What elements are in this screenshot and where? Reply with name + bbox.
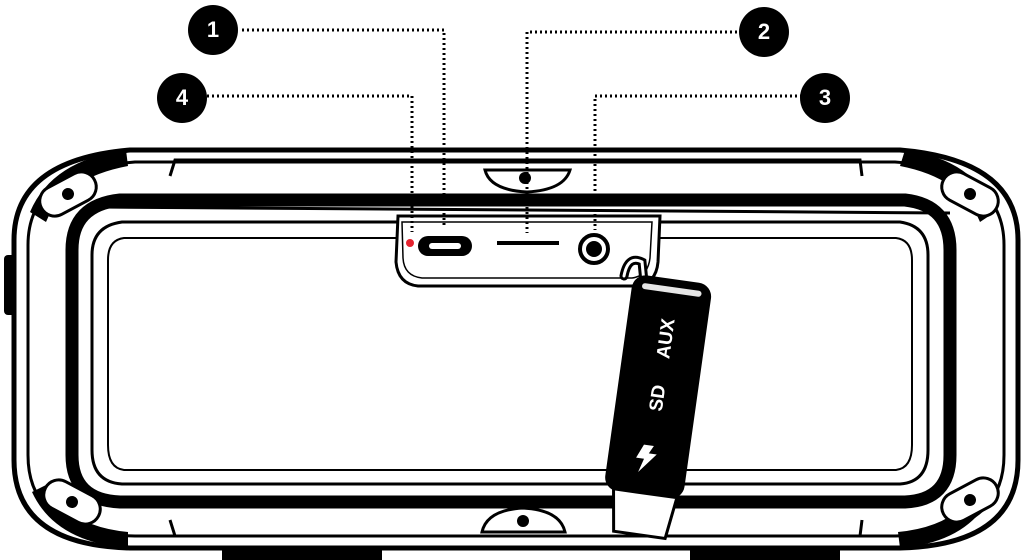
port-cover-tether-inner <box>622 258 646 284</box>
leader-line-2 <box>525 30 742 233</box>
mount-hole-bottom-left <box>42 478 102 526</box>
callout-1-number: 1 <box>207 17 219 42</box>
sd-card-slot[interactable] <box>497 241 559 245</box>
port-cover-tip <box>612 487 679 541</box>
aux-audio-jack-hole <box>586 241 602 257</box>
lightning-bolt-icon <box>636 444 657 473</box>
bottom-groove <box>168 519 864 538</box>
port-cover[interactable]: AUX SD <box>598 255 713 541</box>
port-cover-highlight <box>642 283 702 297</box>
charging-indicator-led <box>406 239 414 247</box>
port-cover-body <box>605 275 712 499</box>
leader-line-4 <box>202 94 414 232</box>
mount-hole-top-right <box>940 170 1000 218</box>
callout-3: 3 <box>800 73 850 123</box>
leader-line-3 <box>593 94 802 230</box>
leader-lines <box>202 28 802 233</box>
sd-label: SD <box>646 384 670 413</box>
usb-c-port-inner <box>429 243 461 249</box>
mount-hole-bottom-right <box>940 476 1000 524</box>
callout-4-number: 4 <box>176 85 189 110</box>
callout-1: 1 <box>188 5 238 55</box>
speaker-body <box>4 147 1021 560</box>
strap-loop-bottom <box>480 506 567 534</box>
seam-line-top <box>99 205 951 215</box>
port-panel-inner <box>401 221 653 279</box>
mount-hole-top-left <box>38 170 98 218</box>
top-groove <box>168 158 864 177</box>
callout-2: 2 <box>739 7 789 57</box>
strap-loop-top <box>483 168 573 194</box>
callout-4: 4 <box>157 73 207 123</box>
callout-3-number: 3 <box>819 85 831 110</box>
callout-2-number: 2 <box>758 19 770 44</box>
leader-line-1 <box>242 28 446 226</box>
grille-outer-band <box>65 193 957 509</box>
